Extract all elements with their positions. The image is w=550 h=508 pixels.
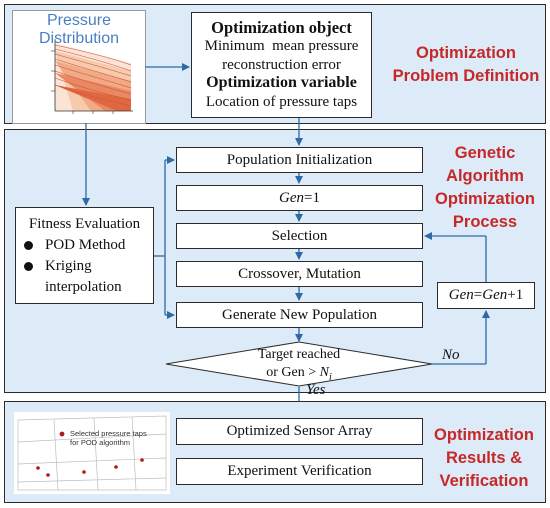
generate-new-population-box: Generate New Population [176, 302, 423, 328]
gen-increment-box: Gen=Gen+1 [437, 282, 535, 309]
decision-line2-sub: i [328, 371, 332, 383]
variable-heading: Optimization variable [206, 74, 357, 92]
no-label: No [442, 347, 460, 363]
stage-definition-line2: Problem Definition [392, 67, 540, 85]
optimized-sensor-array-box: Optimized Sensor Array [176, 418, 423, 445]
sensor-layout-image: Selected pressure taps for POD algorithm [14, 412, 170, 494]
fitness-title: Fitness Evaluation [28, 216, 141, 232]
population-initialization-label: Population Initialization [226, 151, 373, 168]
sensor-legend-line2: for POD algorithm [70, 438, 131, 447]
decision-line2-var: N [319, 365, 329, 380]
pressure-plot-svg [51, 39, 133, 114]
fitness-item-kriging: Kriging [24, 256, 145, 277]
gen-increment-d: +1 [507, 287, 524, 303]
stage-label-genetic: Genetic Algorithm Optimization Process [424, 142, 546, 234]
stage-results-line2: Results & [445, 449, 523, 467]
gen-equals-one-box: Gen=1 [176, 185, 423, 211]
bullet-icon [24, 241, 33, 250]
pressure-plot-title: Pressure Distribution [13, 12, 145, 48]
fitness-item-pod: POD Method [24, 235, 145, 256]
stage-label-definition: Optimization Problem Definition [388, 42, 544, 88]
yes-label: Yes [306, 382, 326, 398]
pressure-contours [54, 43, 132, 111]
experiment-verification-label: Experiment Verification [227, 463, 372, 479]
experiment-verification-box: Experiment Verification [176, 458, 423, 485]
pressure-title-line1: Pressure [46, 12, 112, 29]
decision-line2-prefix: or Gen > [266, 365, 320, 380]
sensor-legend: Selected pressure taps for POD algorithm [70, 429, 147, 447]
objective-box: Optimization object Minimum mean pressur… [191, 12, 372, 118]
sensor-legend-line1: Selected pressure taps [70, 429, 147, 438]
objective-line2: reconstruction error [222, 56, 341, 73]
stage-results-line1: Optimization [434, 426, 534, 444]
fitness-evaluation-box: Fitness Evaluation POD Method Kriging in… [15, 207, 154, 304]
gen-value-label: =1 [304, 189, 320, 206]
tap-markers [36, 431, 144, 477]
gen-increment-c: Gen [482, 287, 508, 303]
variable-line: Location of pressure taps [205, 93, 358, 110]
fitness-item-kriging-cont: interpolation [45, 279, 122, 295]
objective-line1: Minimum mean pressure [204, 38, 359, 55]
gen-increment-a: Gen [448, 287, 474, 303]
pressure-distribution-plot: Pressure Distribution [12, 10, 146, 124]
stage-definition-line1: Optimization [416, 44, 516, 62]
fitness-item-kriging-label: Kriging [45, 258, 92, 274]
gen-increment-b: = [473, 287, 483, 303]
crossover-mutation-box: Crossover, Mutation [176, 261, 423, 287]
decision-text: Target reached or Gen > Ni [216, 346, 382, 387]
stage-genetic-line3: Optimization [435, 190, 535, 208]
optimized-sensor-array-label: Optimized Sensor Array [226, 423, 373, 439]
fitness-item-pod-label: POD Method [45, 237, 126, 253]
stage-genetic-line2: Algorithm [446, 167, 524, 185]
decision-line2: or Gen > Ni [216, 364, 382, 387]
pressure-title-line2: Distribution [38, 30, 120, 47]
crossover-mutation-label: Crossover, Mutation [238, 265, 361, 282]
population-initialization-box: Population Initialization [176, 147, 423, 173]
stage-genetic-line1: Genetic [454, 144, 516, 162]
bullet-icon [24, 262, 33, 271]
stage-results-line3: Verification [439, 472, 529, 490]
selection-label: Selection [271, 227, 328, 244]
stage-label-results: Optimization Results & Verification [422, 424, 546, 493]
selection-box: Selection [176, 223, 423, 249]
objective-heading: Optimization object [211, 17, 352, 37]
decision-line1: Target reached [257, 347, 341, 362]
stage-genetic-line4: Process [452, 213, 518, 231]
generate-new-population-label: Generate New Population [222, 306, 377, 323]
gen-var-label: Gen [279, 189, 305, 206]
sensor-layout-svg [17, 415, 167, 491]
